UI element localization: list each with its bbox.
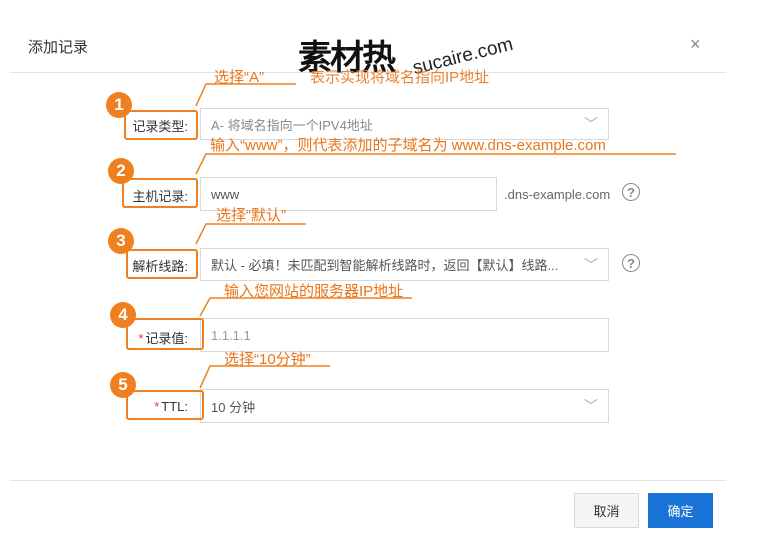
watermark-logo: 素材热 [298,38,396,78]
record-type-select[interactable]: A- 将域名指向一个IPV4地址 ﹀ [200,108,609,140]
dialog-title: 添加记录 [28,39,89,56]
annotation-badge-1: 1 [106,92,132,118]
annotation-text-5: 选择“10分钟” [224,351,311,368]
annotation-box-4 [126,318,204,350]
annotation-box-1 [124,110,198,140]
host-input[interactable]: www [200,177,497,211]
annotation-badge-3: 3 [108,228,134,254]
annotation-box-2 [122,178,198,208]
annotation-text-1-extra: 表示实现将域名指向IP地址 [310,69,490,86]
chevron-down-icon: ﹀ [584,398,598,414]
chevron-down-icon: ﹀ [584,256,598,273]
record-value-input[interactable]: 1.1.1.1 [200,318,609,352]
footer-divider [10,480,726,481]
annotation-text-1: 选择“A” [214,69,264,86]
annotation-text-2: 输入“www”，则代表添加的子域名为 www.dns-example.com [210,137,606,154]
header-divider [10,72,726,73]
annotation-badge-2: 2 [108,158,134,184]
annotation-box-3 [126,249,198,279]
close-icon[interactable]: × [690,34,701,54]
cancel-button[interactable]: 取消 [574,493,639,528]
help-icon[interactable]: ? [622,254,640,272]
leader-line-4 [199,297,412,317]
annotation-badge-5: 5 [110,372,136,398]
annotation-text-4: 输入您网站的服务器IP地址 [224,283,404,300]
required-star: * [138,331,144,346]
confirm-button[interactable]: 确定 [648,493,713,528]
line-label: 解析线路: [132,259,188,274]
annotation-badge-4: 4 [110,302,136,328]
record-type-label: 记录类型: [132,119,188,134]
leader-line-1 [195,83,296,107]
help-icon[interactable]: ? [622,183,640,201]
leader-line-2 [195,153,676,175]
domain-suffix: .dns-example.com [504,187,611,202]
required-star: * [154,399,160,414]
host-label: 主机记录: [132,189,188,204]
leader-line-3 [195,223,306,245]
leader-line-5 [199,365,330,389]
ttl-label: *TTL: [154,399,188,414]
line-select[interactable]: 默认 - 必填！未匹配到智能解析线路时，返回【默认】线路... ﹀ [200,248,609,281]
chevron-down-icon: ﹀ [584,116,598,132]
ttl-select[interactable]: 10 分钟 ﹀ [200,389,609,423]
annotation-box-5 [126,390,204,420]
record-value-label: *记录值: [138,331,188,346]
annotation-text-3: 选择“默认” [216,207,286,224]
